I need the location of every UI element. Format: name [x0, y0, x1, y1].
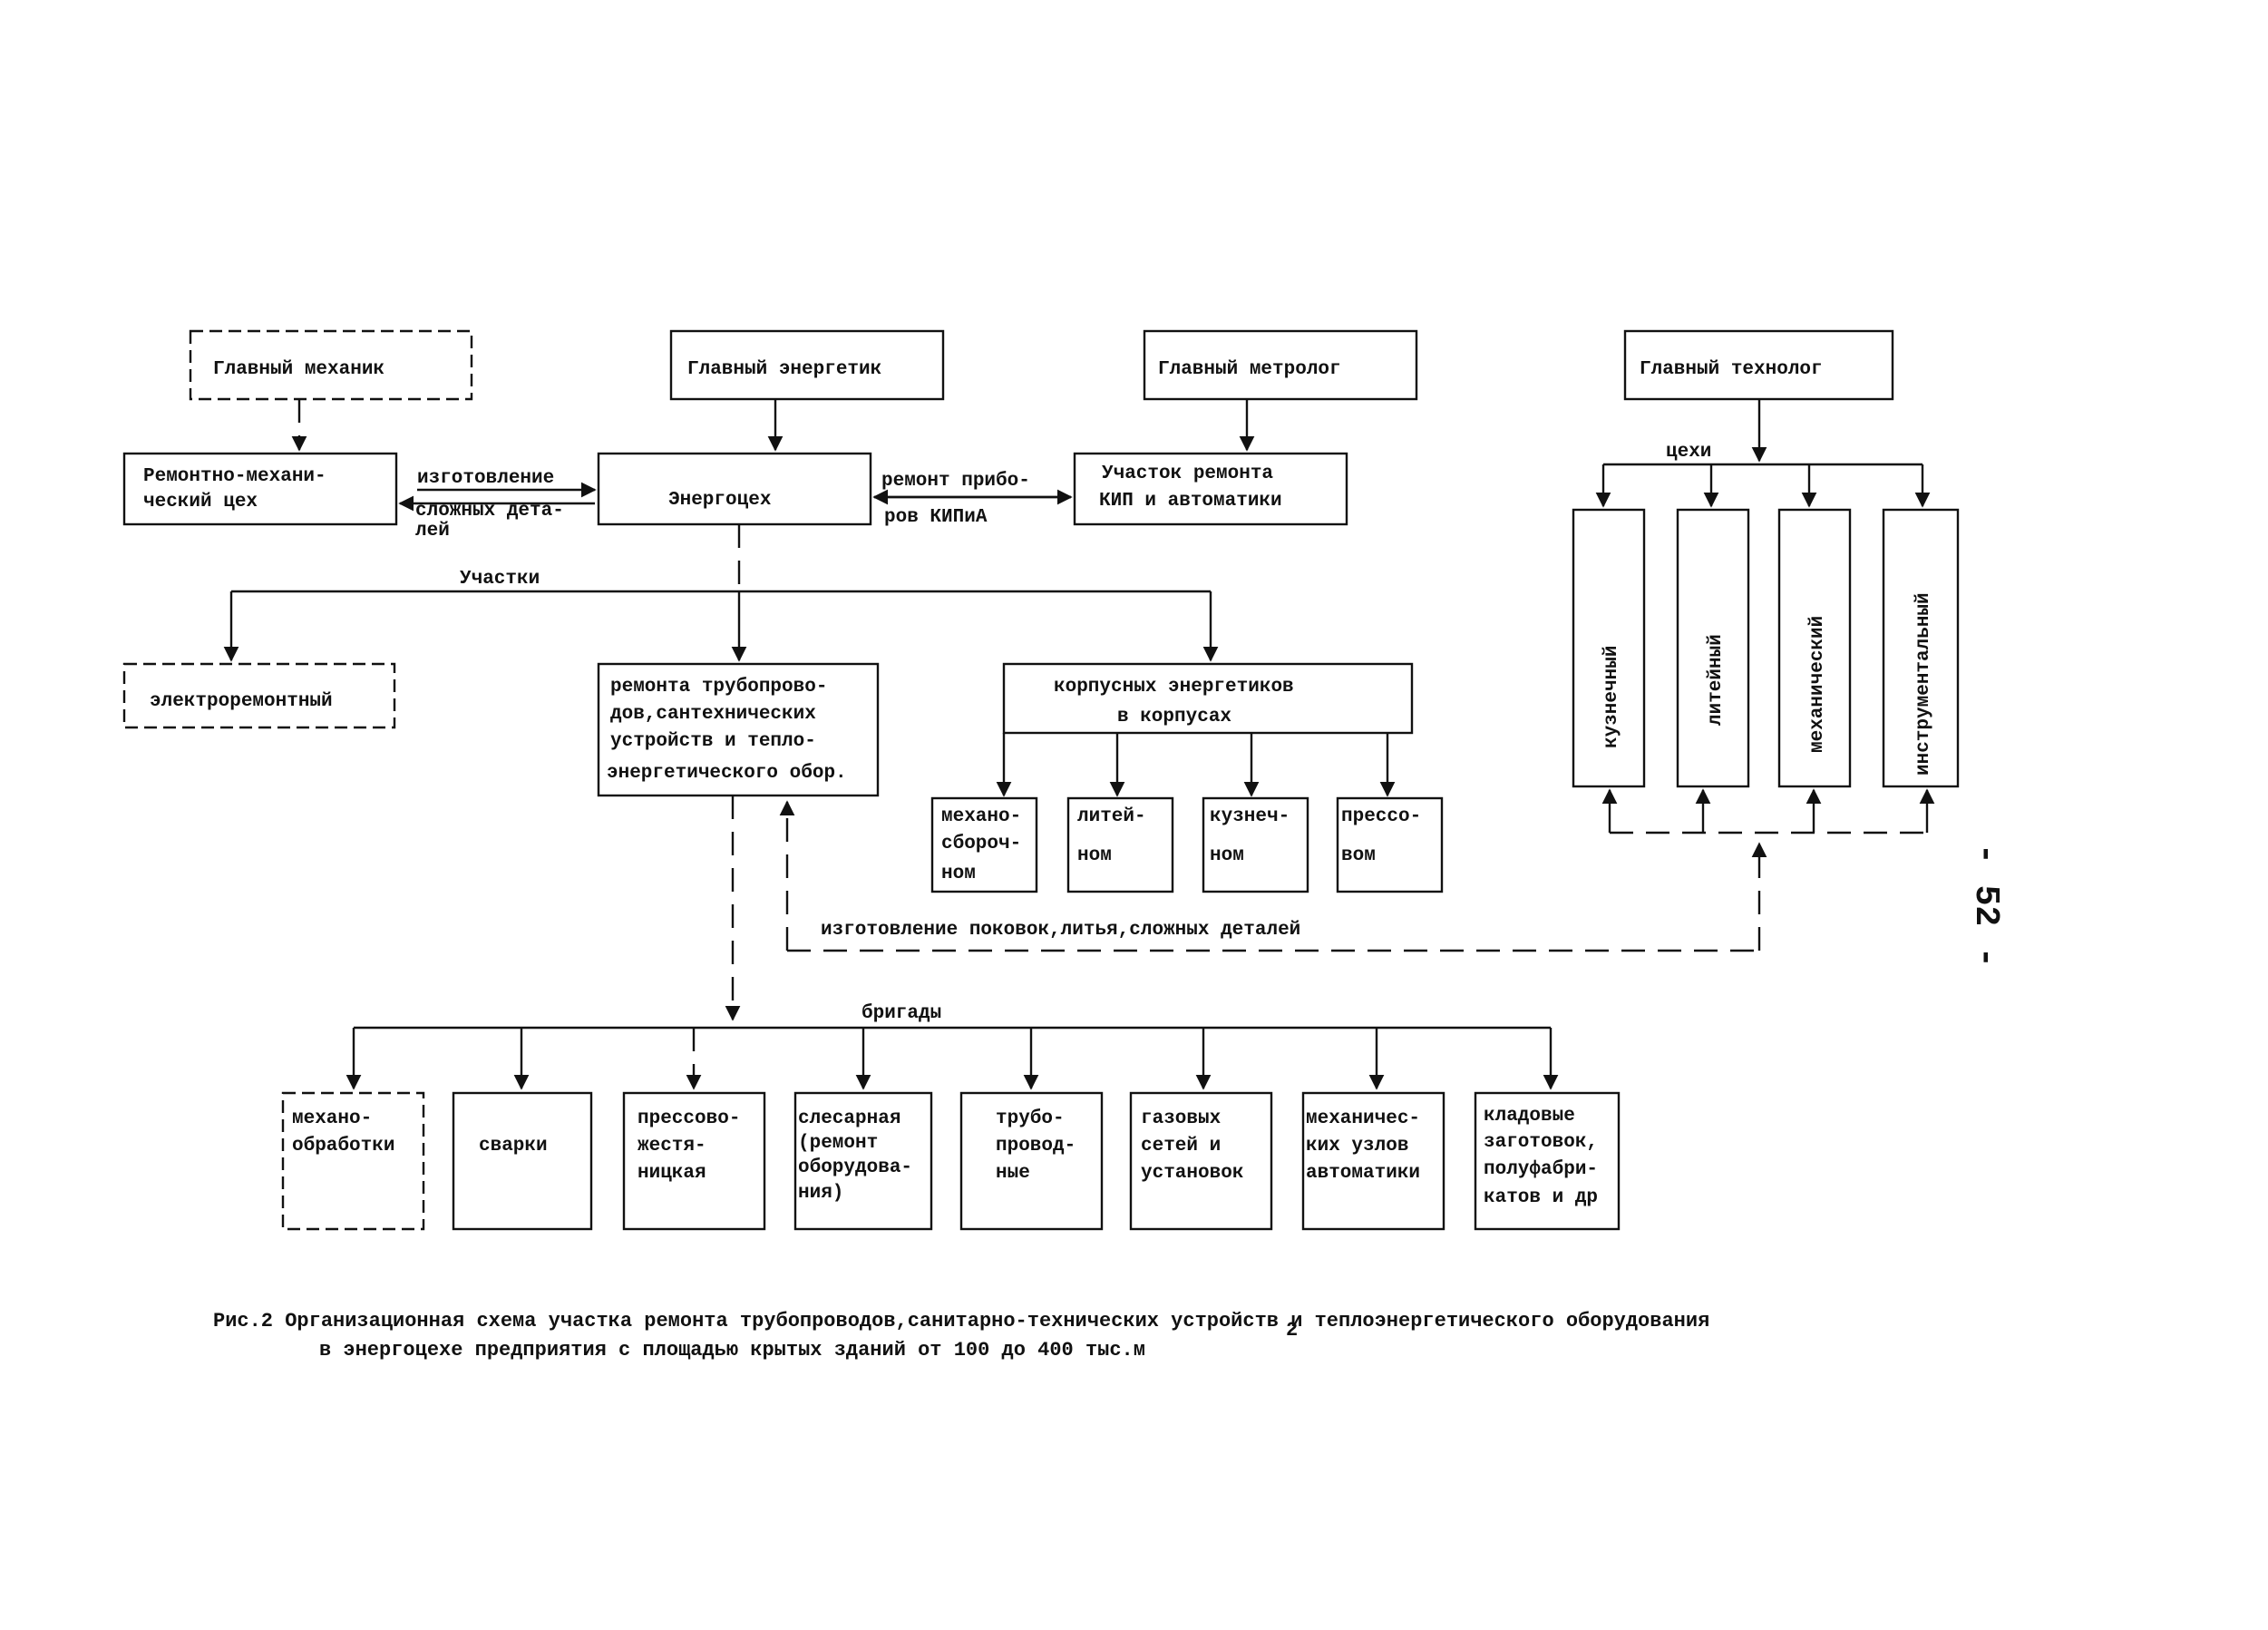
- repair-shop-line-2: ческий цех: [143, 492, 258, 512]
- brigade-2-line-1: сварки: [479, 1136, 548, 1157]
- brigade-8-line-3: полуфабри-: [1484, 1159, 1598, 1180]
- brigade-4-line-3: оборудова-: [798, 1157, 912, 1178]
- electro-section-label: электроремонтный: [150, 691, 333, 712]
- brigade-1-line-2: обработки: [292, 1136, 394, 1157]
- shop-tool-box: инструментальный: [1882, 508, 1960, 788]
- chief-energetic-label: Главный энергетик: [687, 359, 881, 380]
- corpus-child-2-line-2: ном: [1077, 845, 1112, 866]
- chief-mechanic-box: Главный механик: [189, 329, 473, 401]
- brigade-welding: сварки: [452, 1091, 593, 1231]
- brigade-6-line-3: установок: [1141, 1163, 1243, 1184]
- caption-line-1: Рис.2 Организационная схема участка ремо…: [213, 1310, 1709, 1332]
- brigade-5-line-3: ные: [996, 1163, 1030, 1184]
- right-link-line-1: ремонт прибо-: [881, 471, 1030, 492]
- brigade-7-line-3: автоматики: [1306, 1163, 1420, 1184]
- brigade-4-line-1: слесарная: [798, 1108, 900, 1129]
- brigade-3-line-2: жестя-: [638, 1136, 706, 1157]
- sections-label: Участки: [460, 569, 540, 590]
- pipes-line-4: энергетического обор.: [607, 763, 847, 784]
- corpus-child-press: прессо- вом: [1336, 796, 1444, 893]
- corpus-child-1-line-2: сбороч-: [941, 834, 1021, 854]
- brigade-1-line-1: механо-: [292, 1108, 372, 1129]
- brigade-3-line-1: прессово-: [638, 1108, 740, 1129]
- brigade-automation-units: механичес- ких узлов автоматики: [1301, 1091, 1445, 1231]
- pipes-line-2: дов,сантехнических: [610, 704, 816, 725]
- corpus-child-2-line-1: литей-: [1077, 806, 1146, 827]
- shop-mechanical-box: механический: [1777, 508, 1852, 788]
- brigade-8-line-1: кладовые: [1484, 1106, 1575, 1127]
- left-link-line-3: лей: [415, 521, 450, 542]
- kip-repair-section-box: Участок ремонта КИП и автоматики: [1073, 452, 1348, 526]
- brigade-6-line-1: газовых: [1141, 1108, 1222, 1129]
- kip-section-line-1: Участок ремонта: [1102, 464, 1273, 484]
- pipes-line-3: устройств и тепло-: [610, 731, 816, 752]
- brigade-4-line-2: (ремонт: [798, 1133, 878, 1154]
- corpus-child-1-line-3: ном: [941, 864, 976, 884]
- brigade-8-line-4: катов и др: [1484, 1187, 1598, 1208]
- brigade-4-line-4: ния): [798, 1183, 843, 1204]
- shops-label: цехи: [1666, 442, 1711, 463]
- brigade-gas-networks: газовых сетей и установок: [1129, 1091, 1273, 1231]
- corpus-child-assembly: механо- сбороч- ном: [930, 796, 1038, 893]
- corpus-child-foundry: литей- ном: [1066, 796, 1174, 893]
- caption-line-2: в энергоцехе предприятия с площадью крыт…: [319, 1339, 1145, 1362]
- kip-section-line-2: КИП и автоматики: [1099, 491, 1282, 512]
- brigade-storage: кладовые заготовок, полуфабри- катов и д…: [1474, 1091, 1621, 1231]
- brigade-machining: механо- обработки: [281, 1091, 425, 1231]
- corpus-child-forge: кузнеч- ном: [1202, 796, 1309, 893]
- energy-shop-box: Энергоцех: [597, 452, 872, 526]
- left-link-line-2: сложных дета-: [415, 501, 564, 522]
- chief-energetic-box: Главный энергетик: [669, 329, 945, 401]
- repair-shop-line-1: Ремонтно-механи-: [143, 466, 326, 487]
- brigade-fitter: слесарная (ремонт оборудова- ния): [793, 1091, 933, 1231]
- chief-metrologist-box: Главный метролог: [1143, 329, 1418, 401]
- corpus-child-1-line-1: механо-: [941, 806, 1021, 827]
- shop-tool-label: инструментальный: [1913, 592, 1934, 776]
- brigade-3-line-3: ницкая: [638, 1163, 706, 1184]
- right-link-line-2: ров КИПиА: [884, 507, 988, 528]
- corpus-child-3-line-1: кузнеч-: [1210, 806, 1290, 827]
- brigade-8-line-2: заготовок,: [1484, 1132, 1598, 1153]
- brigades-label: бригады: [861, 1003, 941, 1024]
- corpus-energetics-section-box: корпусных энергетиков в корпусах: [1002, 662, 1414, 735]
- chief-technologist-box: Главный технолог: [1623, 329, 1894, 401]
- pipes-repair-section-box: ремонта трубопрово- дов,сантехнических у…: [597, 662, 880, 797]
- brigade-6-line-2: сетей и: [1141, 1136, 1221, 1157]
- electro-repair-section-box: электроремонтный: [122, 662, 396, 729]
- shop-foundry-label: литейный: [1706, 634, 1727, 726]
- corpus-child-3-line-2: ном: [1210, 845, 1244, 866]
- brigade-7-line-2: ких узлов: [1306, 1136, 1408, 1157]
- chief-metrologist-label: Главный метролог: [1158, 359, 1341, 380]
- shop-forge-box: кузнечный: [1572, 508, 1646, 788]
- shop-mechanical-label: механический: [1807, 616, 1828, 753]
- supply-link-label: изготовление поковок,литья,сложных детал…: [821, 920, 1300, 941]
- brigade-5-line-1: трубо-: [996, 1108, 1065, 1129]
- brigade-7-line-1: механичес-: [1306, 1108, 1420, 1129]
- brigade-5-line-2: провод-: [996, 1136, 1076, 1157]
- corpus-child-4-line-2: вом: [1341, 845, 1376, 866]
- shop-foundry-box: литейный: [1676, 508, 1750, 788]
- left-link-line-1: изготовление: [417, 468, 554, 489]
- corpus-line-1: корпусных энергетиков: [1054, 677, 1294, 698]
- caption-superscript: 2: [1286, 1319, 1298, 1342]
- corpus-child-4-line-1: прессо-: [1341, 806, 1421, 827]
- repair-mechanical-shop-box: Ремонтно-механи- ческий цех: [122, 452, 398, 526]
- page-number: - 52 -: [1966, 844, 2005, 968]
- energy-shop-label: Энергоцех: [668, 490, 772, 511]
- chief-mechanic-label: Главный механик: [213, 359, 384, 380]
- brigade-pipeline: трубо- провод- ные: [959, 1091, 1104, 1231]
- shop-forge-label: кузнечный: [1601, 646, 1622, 748]
- corpus-line-2: в корпусах: [1117, 707, 1231, 727]
- brigade-press-tinsmith: прессово- жестя- ницкая: [622, 1091, 766, 1231]
- chief-technologist-label: Главный технолог: [1640, 359, 1823, 380]
- pipes-line-1: ремонта трубопрово-: [610, 677, 827, 698]
